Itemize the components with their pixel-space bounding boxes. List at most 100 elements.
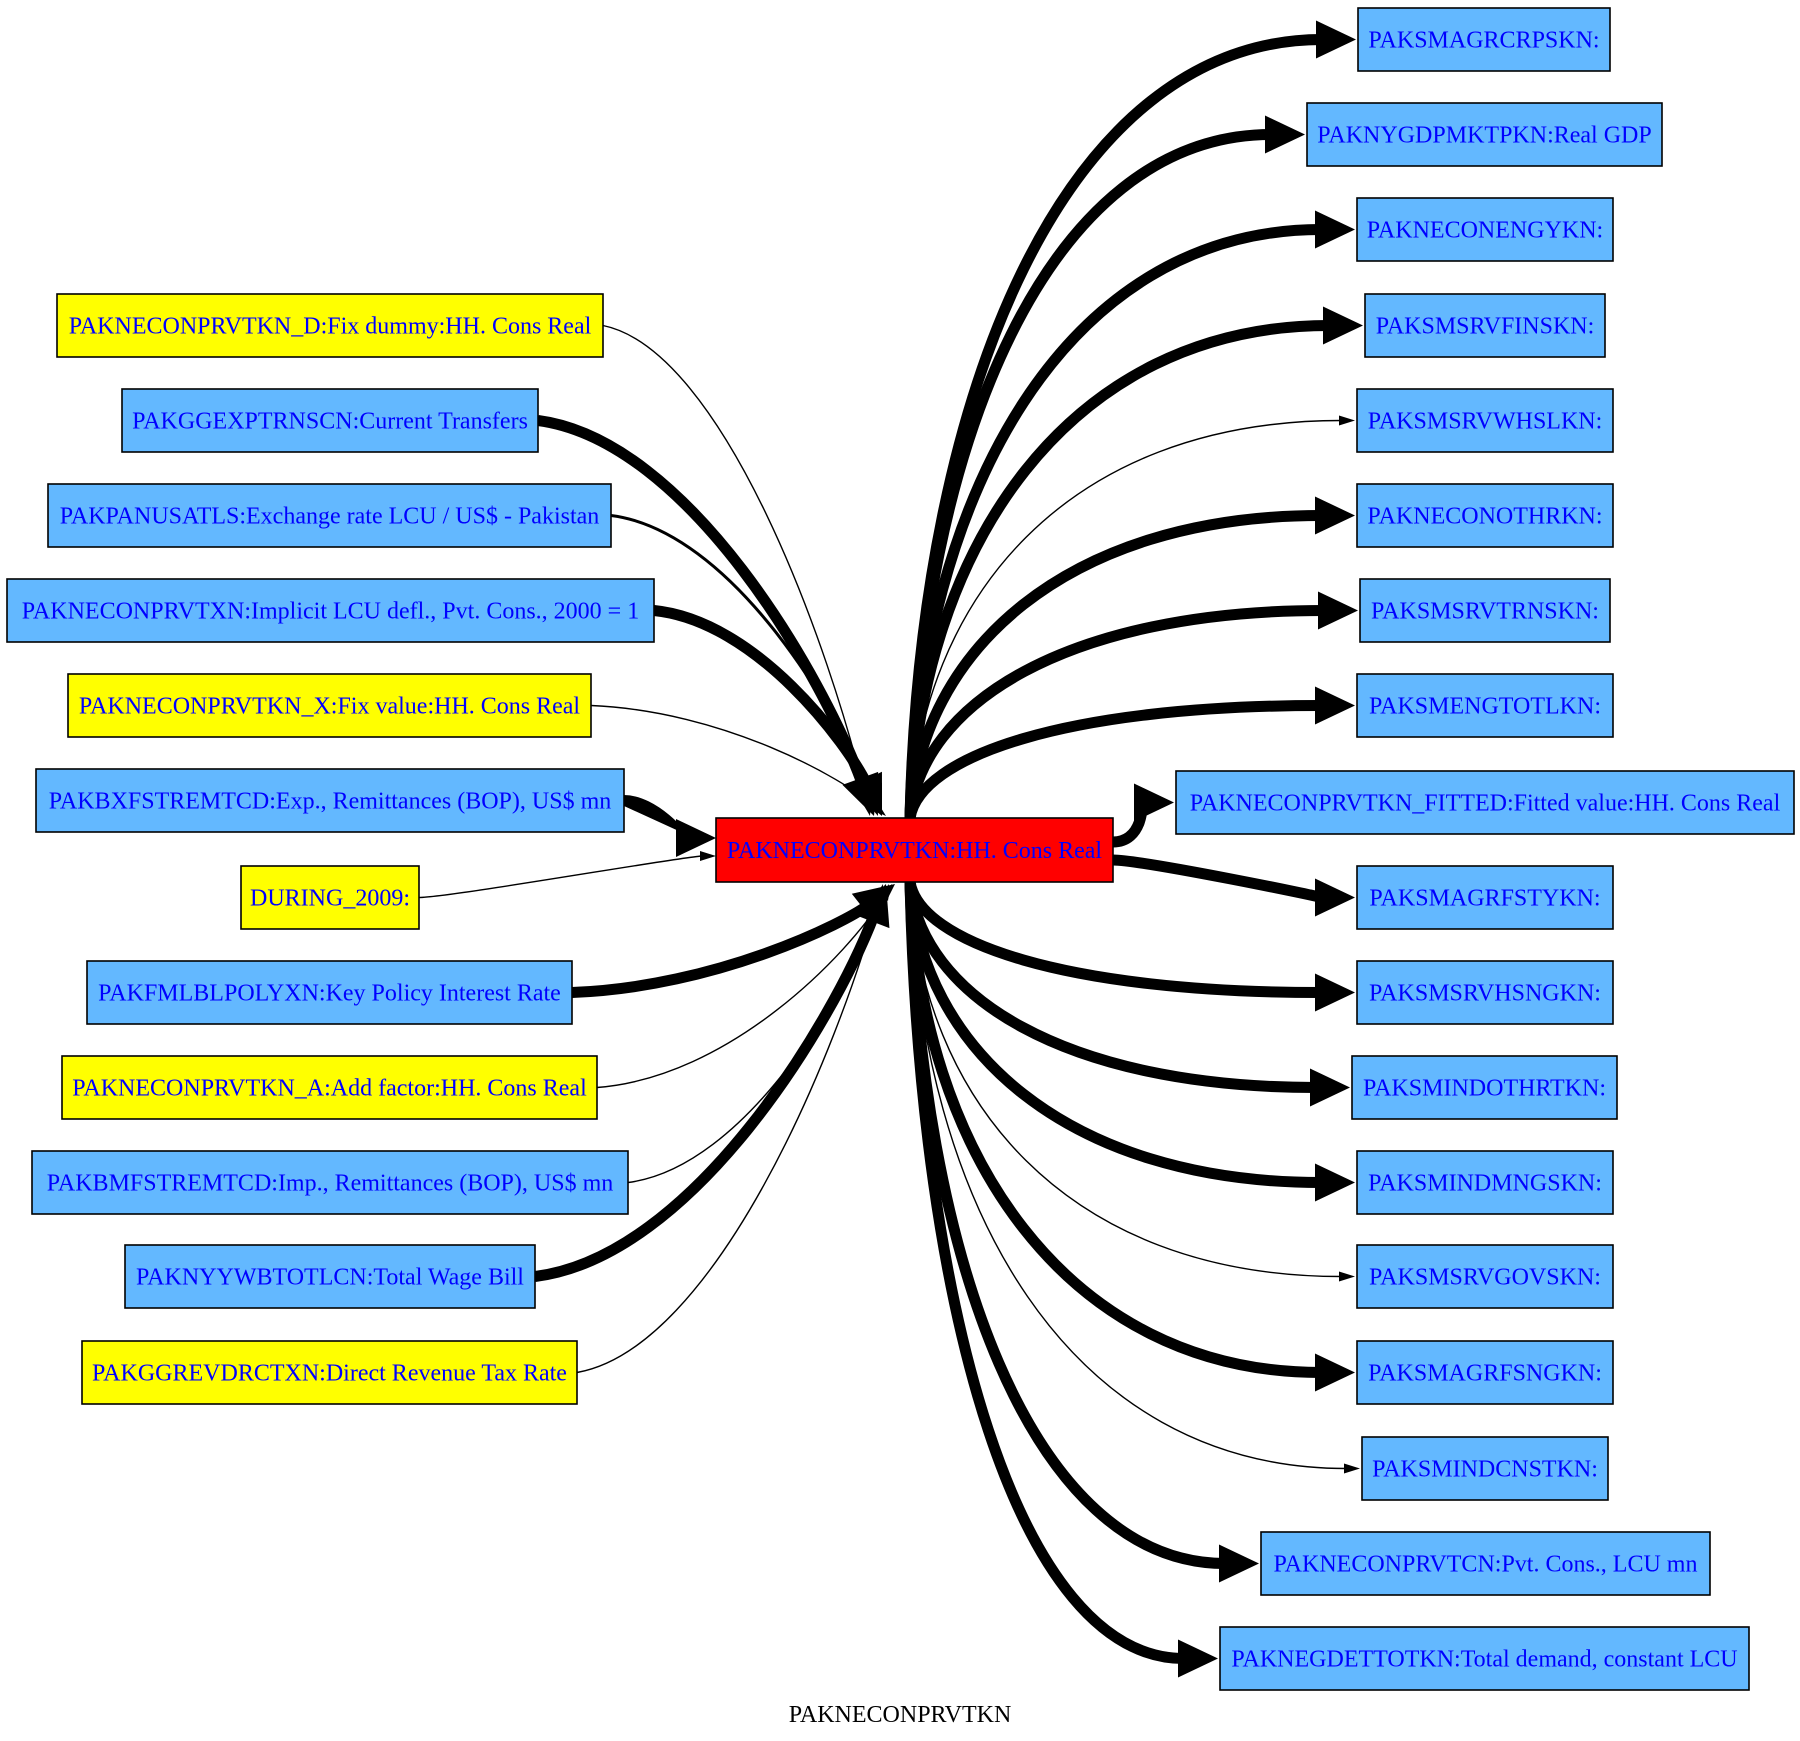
input-node-in6[interactable]: PAKBXFSTREMTCD:Exp., Remittances (BOP), … — [35, 768, 625, 833]
input-node-in12-box — [81, 1340, 578, 1405]
output-node-out18-box — [1219, 1626, 1750, 1691]
output-node-out7[interactable]: PAKSMSRVTRNSKN: — [1359, 578, 1611, 643]
output-node-out4-label: PAKSMSRVFINSKN: — [1376, 314, 1595, 340]
output-node-out9-box — [1175, 770, 1795, 835]
edge-center-to-out7-arrowhead — [1318, 591, 1358, 630]
input-node-in2[interactable]: PAKGGEXPTRNSCN:Current Transfers — [121, 388, 539, 453]
input-node-in4[interactable]: PAKNECONPRVTXN:Implicit LCU defl., Pvt. … — [6, 578, 655, 643]
output-node-out18-label: PAKNEGDETTOTKN:Total demand, constant LC… — [1231, 1647, 1737, 1673]
edge-in11-to-center-line — [534, 913, 879, 1282]
output-node-out15[interactable]: PAKSMAGRFSNGKN: — [1356, 1340, 1614, 1405]
output-node-out4[interactable]: PAKSMSRVFINSKN: — [1364, 293, 1606, 358]
input-node-in9-label: PAKNECONPRVTKN_A:Add factor:HH. Cons Rea… — [72, 1076, 587, 1102]
output-node-out3[interactable]: PAKNECONENGYKN: — [1356, 197, 1614, 262]
output-node-out2[interactable]: PAKNYGDPMKTPKN:Real GDP — [1306, 102, 1663, 167]
input-node-in1-box — [56, 293, 604, 358]
input-node-in6-box — [35, 768, 625, 833]
graph-caption: PAKNECONPRVTKN — [789, 1702, 1012, 1728]
output-node-out12[interactable]: PAKSMINDOTHRTKN: — [1351, 1055, 1618, 1120]
edge-center-to-out5-line — [909, 419, 1342, 819]
input-node-in4-label: PAKNECONPRVTXN:Implicit LCU defl., Pvt. … — [22, 599, 639, 625]
edge-center-to-out5-arrowhead — [1339, 415, 1355, 426]
input-node-in10[interactable]: PAKBMFSTREMTCD:Imp., Remittances (BOP), … — [31, 1150, 629, 1215]
input-node-in11[interactable]: PAKNYYWBTOTLCN:Total Wage Bill — [124, 1244, 536, 1309]
edge-center-to-out5 — [909, 415, 1355, 819]
edge-in5-to-center — [590, 704, 886, 816]
edge-center-to-out12-arrowhead — [1310, 1068, 1350, 1107]
input-node-in5[interactable]: PAKNECONPRVTKN_X:Fix value:HH. Cons Real — [67, 673, 592, 738]
output-node-out12-label: PAKSMINDOTHRTKN: — [1363, 1076, 1606, 1102]
output-node-out8[interactable]: PAKSMENGTOTLKN: — [1356, 673, 1614, 738]
edge-center-to-out4 — [904, 306, 1363, 819]
edge-center-to-out2-arrowhead — [1265, 115, 1305, 154]
center-node-box — [715, 817, 1114, 883]
output-node-out16-box — [1361, 1436, 1609, 1501]
output-node-out16[interactable]: PAKSMINDCNSTKN: — [1361, 1436, 1609, 1501]
edge-center-to-out1-arrowhead — [1316, 20, 1356, 59]
output-node-out8-box — [1356, 673, 1614, 738]
edge-center-to-out12-line — [904, 881, 1317, 1093]
edge-center-to-out18 — [904, 881, 1218, 1678]
input-node-in3[interactable]: PAKPANUSATLS:Exchange rate LCU / US$ - P… — [47, 483, 612, 548]
input-node-in10-label: PAKBMFSTREMTCD:Imp., Remittances (BOP), … — [47, 1171, 614, 1197]
nodes-layer: PAKNECONPRVTKN_D:Fix dummy:HH. Cons Real… — [6, 7, 1795, 1691]
output-node-out14[interactable]: PAKSMSRVGOVSKN: — [1356, 1244, 1614, 1309]
input-node-in8-box — [86, 960, 573, 1025]
center-node[interactable]: PAKNECONPRVTKN:HH. Cons Real — [715, 817, 1114, 883]
output-node-out3-box — [1356, 197, 1614, 262]
input-node-in2-box — [121, 388, 539, 453]
output-node-out6[interactable]: PAKNECONOTHRKN: — [1356, 483, 1614, 548]
output-node-out7-label: PAKSMSRVTRNSKN: — [1371, 599, 1599, 625]
output-node-out18[interactable]: PAKNEGDETTOTKN:Total demand, constant LC… — [1219, 1626, 1750, 1691]
output-node-out2-label: PAKNYGDPMKTPKN:Real GDP — [1317, 123, 1652, 149]
edge-in6-to-center-arrowhead — [676, 819, 716, 857]
edge-center-to-out8-line — [904, 700, 1322, 820]
edge-center-to-out7 — [904, 591, 1358, 819]
input-node-in3-label: PAKPANUSATLS:Exchange rate LCU / US$ - P… — [60, 504, 600, 530]
output-node-out11[interactable]: PAKSMSRVHSNGKN: — [1356, 960, 1614, 1025]
input-node-in12-label: PAKGGREVDRCTXN:Direct Revenue Tax Rate — [92, 1361, 567, 1387]
output-node-out10[interactable]: PAKSMAGRFSTYKN: — [1356, 865, 1614, 930]
edge-center-to-out4-arrowhead — [1323, 306, 1363, 345]
input-node-in1-label: PAKNECONPRVTKN_D:Fix dummy:HH. Cons Real — [69, 314, 592, 340]
output-node-out11-label: PAKSMSRVHSNGKN: — [1369, 981, 1601, 1007]
output-node-out16-label: PAKSMINDCNSTKN: — [1372, 1457, 1598, 1483]
output-node-out5[interactable]: PAKSMSRVWHSLKN: — [1356, 388, 1614, 453]
output-node-out12-box — [1351, 1055, 1618, 1120]
input-node-in8-label: PAKFMLBLPOLYXN:Key Policy Interest Rate — [98, 981, 561, 1007]
edge-center-to-out8-arrowhead — [1315, 686, 1355, 725]
edge-center-to-out16-arrowhead — [1344, 1463, 1360, 1474]
edge-in12-to-center-arrowhead — [874, 884, 884, 901]
edge-in12-to-center — [576, 884, 884, 1374]
output-node-out14-box — [1356, 1244, 1614, 1309]
input-node-in6-label: PAKBXFSTREMTCD:Exp., Remittances (BOP), … — [49, 789, 612, 815]
center-node-label: PAKNECONPRVTKN:HH. Cons Real — [727, 838, 1103, 864]
edge-center-to-out8 — [904, 686, 1355, 820]
input-node-in12[interactable]: PAKGGREVDRCTXN:Direct Revenue Tax Rate — [81, 1340, 578, 1405]
input-node-in1[interactable]: PAKNECONPRVTKN_D:Fix dummy:HH. Cons Real — [56, 293, 604, 358]
input-node-in5-box — [67, 673, 592, 738]
output-node-out13[interactable]: PAKSMINDMNGSKN: — [1356, 1150, 1614, 1215]
input-node-in7[interactable]: DURING_2009: — [240, 865, 420, 930]
input-node-in9[interactable]: PAKNECONPRVTKN_A:Add factor:HH. Cons Rea… — [61, 1055, 598, 1120]
output-node-out9[interactable]: PAKNECONPRVTKN_FITTED:Fitted value:HH. C… — [1175, 770, 1795, 835]
output-node-out9-label: PAKNECONPRVTKN_FITTED:Fitted value:HH. C… — [1190, 791, 1781, 817]
input-node-in2-label: PAKGGEXPTRNSCN:Current Transfers — [132, 409, 528, 435]
edge-center-to-out12 — [904, 881, 1350, 1107]
output-node-out7-box — [1359, 578, 1611, 643]
edge-center-to-out17-arrowhead — [1219, 1544, 1259, 1583]
edge-center-to-out4-line — [904, 320, 1330, 819]
edge-center-to-out14-arrowhead — [1339, 1271, 1355, 1282]
edge-in7-to-center-arrowhead — [700, 851, 716, 861]
edge-center-to-out11 — [904, 880, 1355, 1012]
edge-in1-to-center-line — [602, 324, 868, 803]
edge-center-to-out9-arrowhead — [1134, 783, 1174, 822]
output-node-out1[interactable]: PAKSMAGRCRPSKN: — [1357, 7, 1611, 72]
output-node-out17[interactable]: PAKNECONPRVTCN:Pvt. Cons., LCU mn — [1260, 1531, 1711, 1596]
output-node-out2-box — [1306, 102, 1663, 167]
edge-center-to-out13-line — [904, 881, 1322, 1188]
input-node-in8[interactable]: PAKFMLBLPOLYXN:Key Policy Interest Rate — [86, 960, 573, 1025]
edge-in6-to-center — [623, 795, 716, 857]
output-node-out13-box — [1356, 1150, 1614, 1215]
edge-center-to-out9 — [1112, 783, 1174, 848]
